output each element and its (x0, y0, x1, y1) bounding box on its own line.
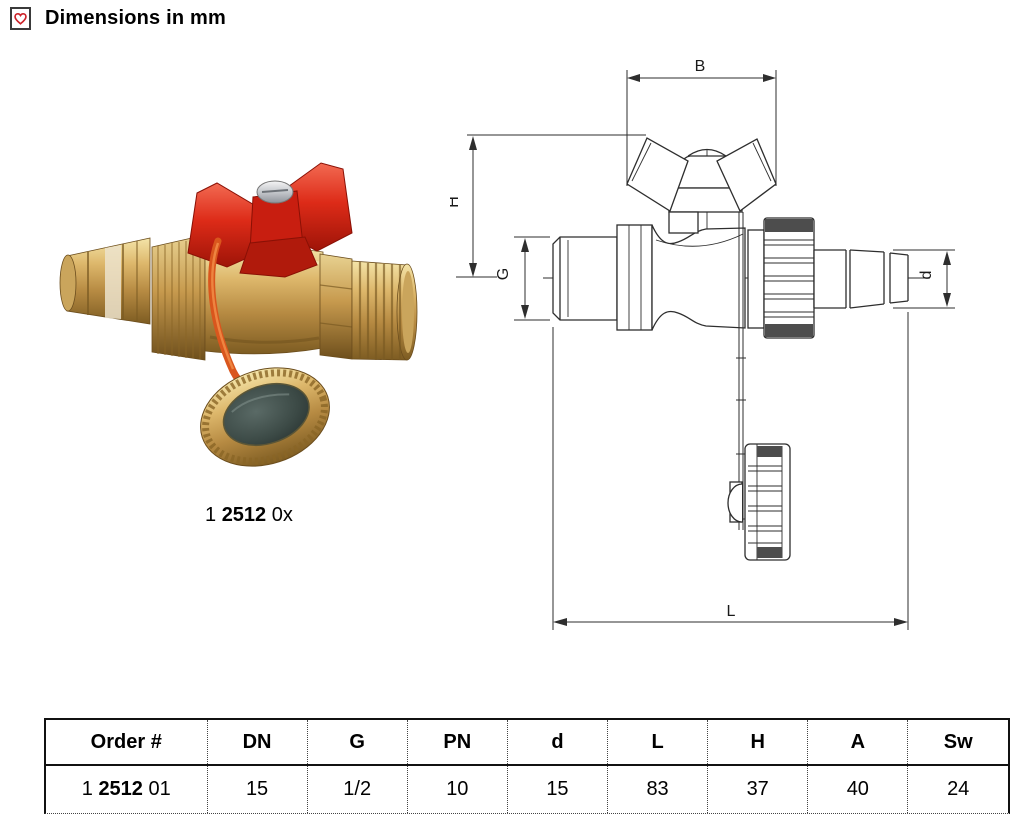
drawn-sealing-cap (744, 443, 791, 561)
code-bold: 2512 (221, 504, 267, 526)
product-code-caption: 1 2512 0x (205, 504, 293, 527)
drawn-handle-stem (668, 148, 743, 234)
cell-g: 1/2 (306, 765, 408, 813)
dim-label-G: G (495, 268, 512, 280)
spec-header-row: Order # DN G PN d L H A Sw (46, 720, 1008, 766)
photo-union-nut (151, 234, 206, 361)
photo-sealing-cap (200, 367, 330, 467)
cell-dn: 15 (206, 765, 308, 813)
dim-label-L: L (727, 603, 736, 620)
photo-hex-collar (319, 253, 353, 360)
col-header-sw: Sw (907, 720, 1008, 766)
cell-sw: 24 (907, 765, 1008, 813)
cell-h: 37 (707, 765, 808, 813)
col-header-dn: DN (206, 720, 308, 766)
col-header-order: Order # (46, 720, 207, 766)
cell-a: 40 (807, 765, 908, 813)
col-header-d: d (506, 720, 608, 766)
cell-l: 83 (606, 765, 708, 813)
drawn-male-thread (552, 236, 618, 321)
dimension-drawing: B H G d L (445, 55, 1020, 650)
drawn-cap-lug (727, 481, 743, 523)
section-header: Dimensions in mm (10, 7, 226, 30)
spec-data-row: 1 2512 01 15 1/2 10 15 83 37 40 24 (46, 765, 1008, 813)
cell-d: 15 (506, 765, 608, 813)
heart-icon (14, 12, 27, 25)
code-prefix: 1 (205, 504, 222, 526)
valve-photo-illustration (59, 162, 418, 467)
col-header-l: L (606, 720, 708, 766)
drawn-lanyard-cord (736, 212, 746, 530)
col-header-a: A (807, 720, 908, 766)
dim-H (456, 134, 646, 278)
col-header-h: H (707, 720, 808, 766)
spec-table: Order # DN G PN d L H A Sw 1 2512 01 15 … (46, 720, 1008, 813)
dim-G (514, 236, 550, 321)
dim-B (626, 70, 777, 186)
dim-label-H: H (450, 196, 462, 208)
heart-box-icon (10, 7, 31, 30)
cell-order-number: 1 2512 01 (46, 765, 207, 813)
drawn-butterfly-wings (626, 137, 777, 213)
valve-line-drawing: B H G d L (445, 58, 955, 630)
col-header-g: G (306, 720, 408, 766)
product-photo (55, 155, 450, 475)
order-bold: 2512 (98, 778, 143, 800)
dim-label-B: B (695, 58, 706, 75)
page-title: Dimensions in mm (45, 7, 227, 29)
order-suffix: 01 (142, 778, 171, 800)
order-prefix: 1 (81, 778, 99, 800)
photo-male-thread (351, 260, 418, 361)
photo-hose-barb (59, 237, 151, 325)
spec-table-frame: Order # DN G PN d L H A Sw 1 2512 01 15 … (44, 718, 1010, 814)
photo-butterfly-handle (187, 162, 353, 278)
drawn-hex-section (616, 224, 653, 331)
drawn-union-nut (747, 217, 815, 339)
dim-label-d: d (918, 271, 935, 280)
code-suffix: 0x (266, 504, 293, 526)
dim-L (552, 312, 909, 630)
cell-pn: 10 (406, 765, 508, 813)
drawn-valve-body (651, 224, 746, 331)
dim-d (893, 249, 955, 309)
drawn-hose-barb (813, 249, 909, 309)
col-header-pn: PN (406, 720, 508, 766)
